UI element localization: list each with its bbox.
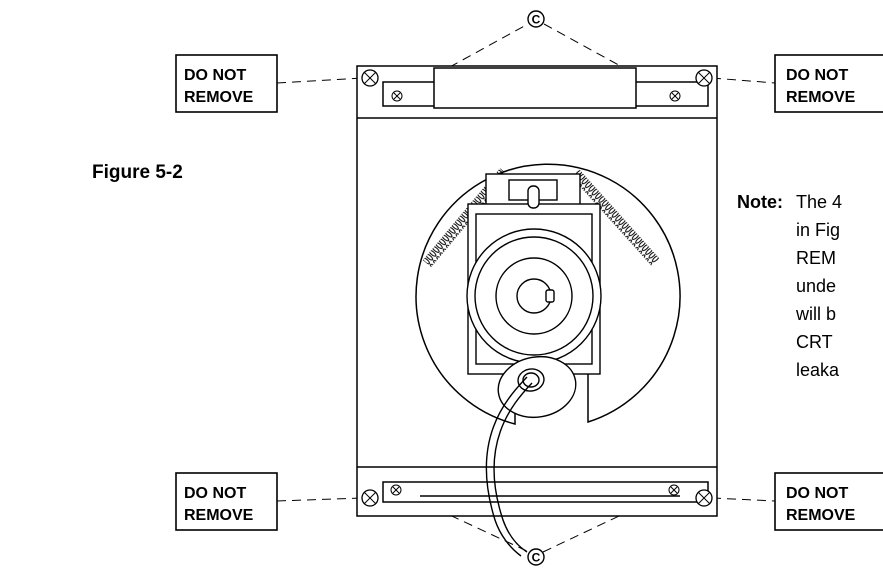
note-line: REM xyxy=(796,248,836,268)
note-line: unde xyxy=(796,276,836,296)
callout-c-bottom: C xyxy=(527,548,545,566)
corner-screw-bottom-left xyxy=(361,489,379,507)
bracket-screws xyxy=(390,90,681,496)
ground-wire xyxy=(485,355,577,557)
corner-screw-top-left xyxy=(361,69,379,87)
do-not-remove-label-top-right: DO NOT REMOVE xyxy=(774,54,883,113)
label-line-1: DO NOT xyxy=(786,485,848,502)
do-not-remove-label-bottom-left: DO NOT REMOVE xyxy=(175,472,278,531)
do-not-remove-label-top-left: DO NOT REMOVE xyxy=(175,54,278,113)
label-line-1: DO NOT xyxy=(786,67,848,84)
label-line-1: DO NOT xyxy=(184,67,246,84)
callout-letter: C xyxy=(532,13,541,27)
callout-c-top: C xyxy=(527,10,545,28)
label-line-2: REMOVE xyxy=(184,89,254,106)
label-line-2: REMOVE xyxy=(786,89,856,106)
do-not-remove-label-bottom-right: DO NOT REMOVE xyxy=(774,472,883,531)
note-line: CRT xyxy=(796,332,833,352)
anode-assembly xyxy=(466,173,602,383)
figure-label: Figure 5-2 xyxy=(92,162,183,183)
corner-screw-top-right xyxy=(695,69,713,87)
note-line: in Fig xyxy=(796,220,840,240)
note-line: The 4 xyxy=(796,192,842,212)
label-line-2: REMOVE xyxy=(184,507,254,524)
corner-screw-bottom-right xyxy=(695,489,713,507)
note-line: will b xyxy=(795,304,836,324)
label-line-1: DO NOT xyxy=(184,485,246,502)
callout-letter: C xyxy=(532,551,541,565)
note-line: leaka xyxy=(796,360,840,380)
note-heading: Note: xyxy=(737,192,783,212)
label-line-2: REMOVE xyxy=(786,507,856,524)
spring-right xyxy=(571,169,660,266)
note: Note: The 4 in Fig REM unde will b CRT l… xyxy=(737,192,842,380)
